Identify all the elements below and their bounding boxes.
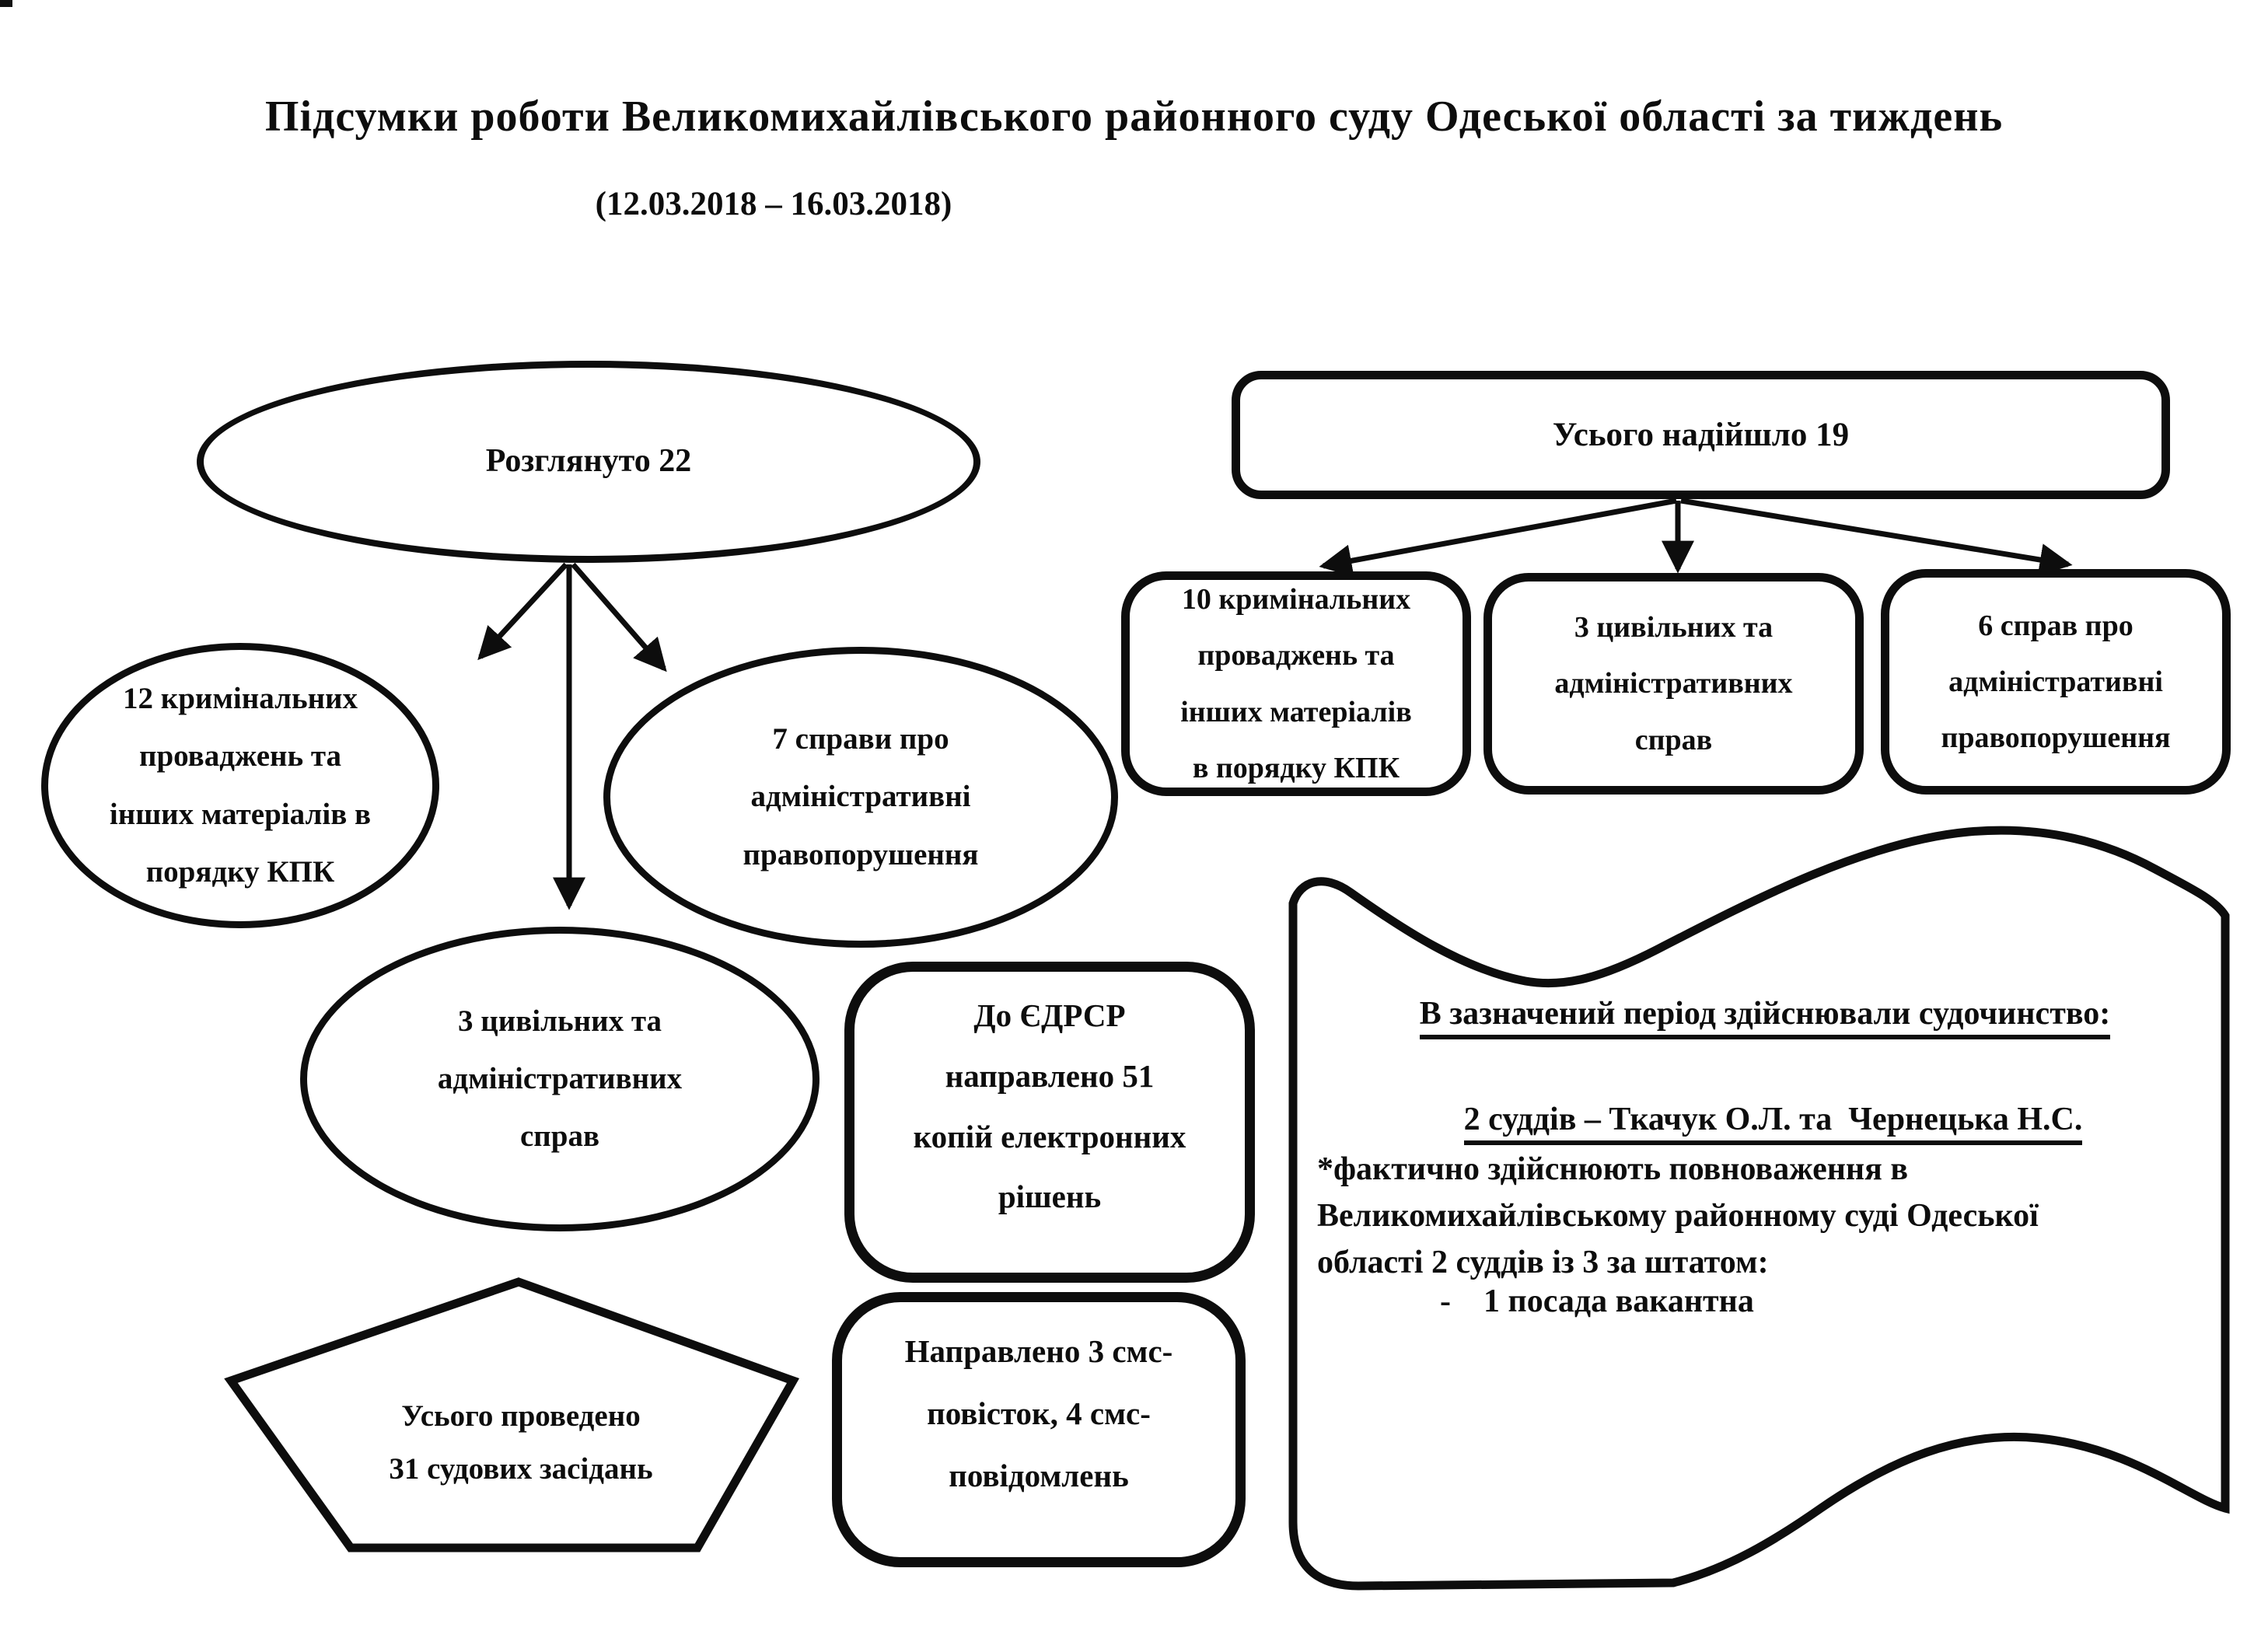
page-period: (12.03.2018 – 16.03.2018) bbox=[595, 186, 952, 222]
node-received-admin-offenses: 6 справ про адміністративні правопорушен… bbox=[1881, 569, 2231, 795]
node-considered-admin-offenses: 7 справи про адміністративні правопоруше… bbox=[603, 647, 1118, 948]
judiciary-heading: В зазначений період здійснювали судочинс… bbox=[1306, 995, 2224, 1039]
judiciary-vacancy: -1 посада вакантна bbox=[1440, 1283, 1754, 1320]
node-considered-total: Розглянуто 22 bbox=[197, 361, 980, 563]
node-considered-admin-offenses-label: 7 справи про адміністративні правопоруше… bbox=[743, 722, 979, 871]
node-sms-notifications-label: Направлено 3 смс- повісток, 4 смс- повід… bbox=[904, 1333, 1173, 1493]
node-received-criminal: 10 кримінальних проваджень та інших мате… bbox=[1121, 571, 1471, 796]
judiciary-judges: 2 суддів – Ткачук О.Л. та Чернецька Н.С. bbox=[1306, 1063, 2224, 1145]
node-received-total: Усього надійшло 19 bbox=[1232, 371, 2170, 499]
arrow-received-to-criminal bbox=[1319, 498, 1677, 578]
node-edrsr-copies-label: До ЄДРСР направлено 51 копій електронних… bbox=[913, 997, 1186, 1215]
node-considered-criminal-label: 12 кримінальних проваджень та інших мате… bbox=[109, 682, 372, 889]
node-received-admin-offenses-label: 6 справ про адміністративні правопорушен… bbox=[1941, 609, 2171, 755]
node-considered-total-label: Розглянуто 22 bbox=[485, 443, 692, 480]
node-received-civil: 3 цивільних та адміністративних справ bbox=[1483, 573, 1864, 795]
scan-artifact-corner-mark bbox=[0, 0, 12, 7]
node-sms-notifications: Направлено 3 смс- повісток, 4 смс- повід… bbox=[832, 1292, 1246, 1567]
arrow-considered-to-admin-offenses bbox=[571, 562, 667, 672]
node-edrsr-copies: До ЄДРСР направлено 51 копій електронних… bbox=[844, 962, 1255, 1283]
judiciary-vacancy-dash: - bbox=[1440, 1284, 1451, 1319]
node-considered-criminal: 12 кримінальних проваджень та інших мате… bbox=[41, 643, 439, 928]
node-considered-civil: 3 цивільних та адміністративних справ bbox=[300, 927, 819, 1231]
node-received-criminal-label: 10 кримінальних проваджень та інших мате… bbox=[1180, 583, 1412, 784]
node-received-civil-label: 3 цивільних та адміністративних справ bbox=[1554, 611, 1793, 756]
scroll-shape bbox=[1288, 826, 2230, 1591]
judiciary-note: *фактично здійснюють повноваження в Вели… bbox=[1317, 1151, 2039, 1280]
pentagon-shape bbox=[224, 1277, 800, 1552]
node-court-hearings-label: Усього проведено 31 судових засідань bbox=[389, 1399, 653, 1486]
judiciary-vacancy-text: 1 посада вакантна bbox=[1483, 1284, 1754, 1319]
arrow-received-to-admin-offenses bbox=[1680, 498, 2073, 576]
node-considered-civil-label: 3 цивільних та адміністративних справ bbox=[437, 1004, 683, 1154]
arrow-considered-to-criminal bbox=[477, 562, 568, 661]
page-title: Підсумки роботи Великомихайлівського рай… bbox=[264, 93, 2004, 141]
node-received-total-label: Усього надійшло 19 bbox=[1552, 416, 1850, 453]
